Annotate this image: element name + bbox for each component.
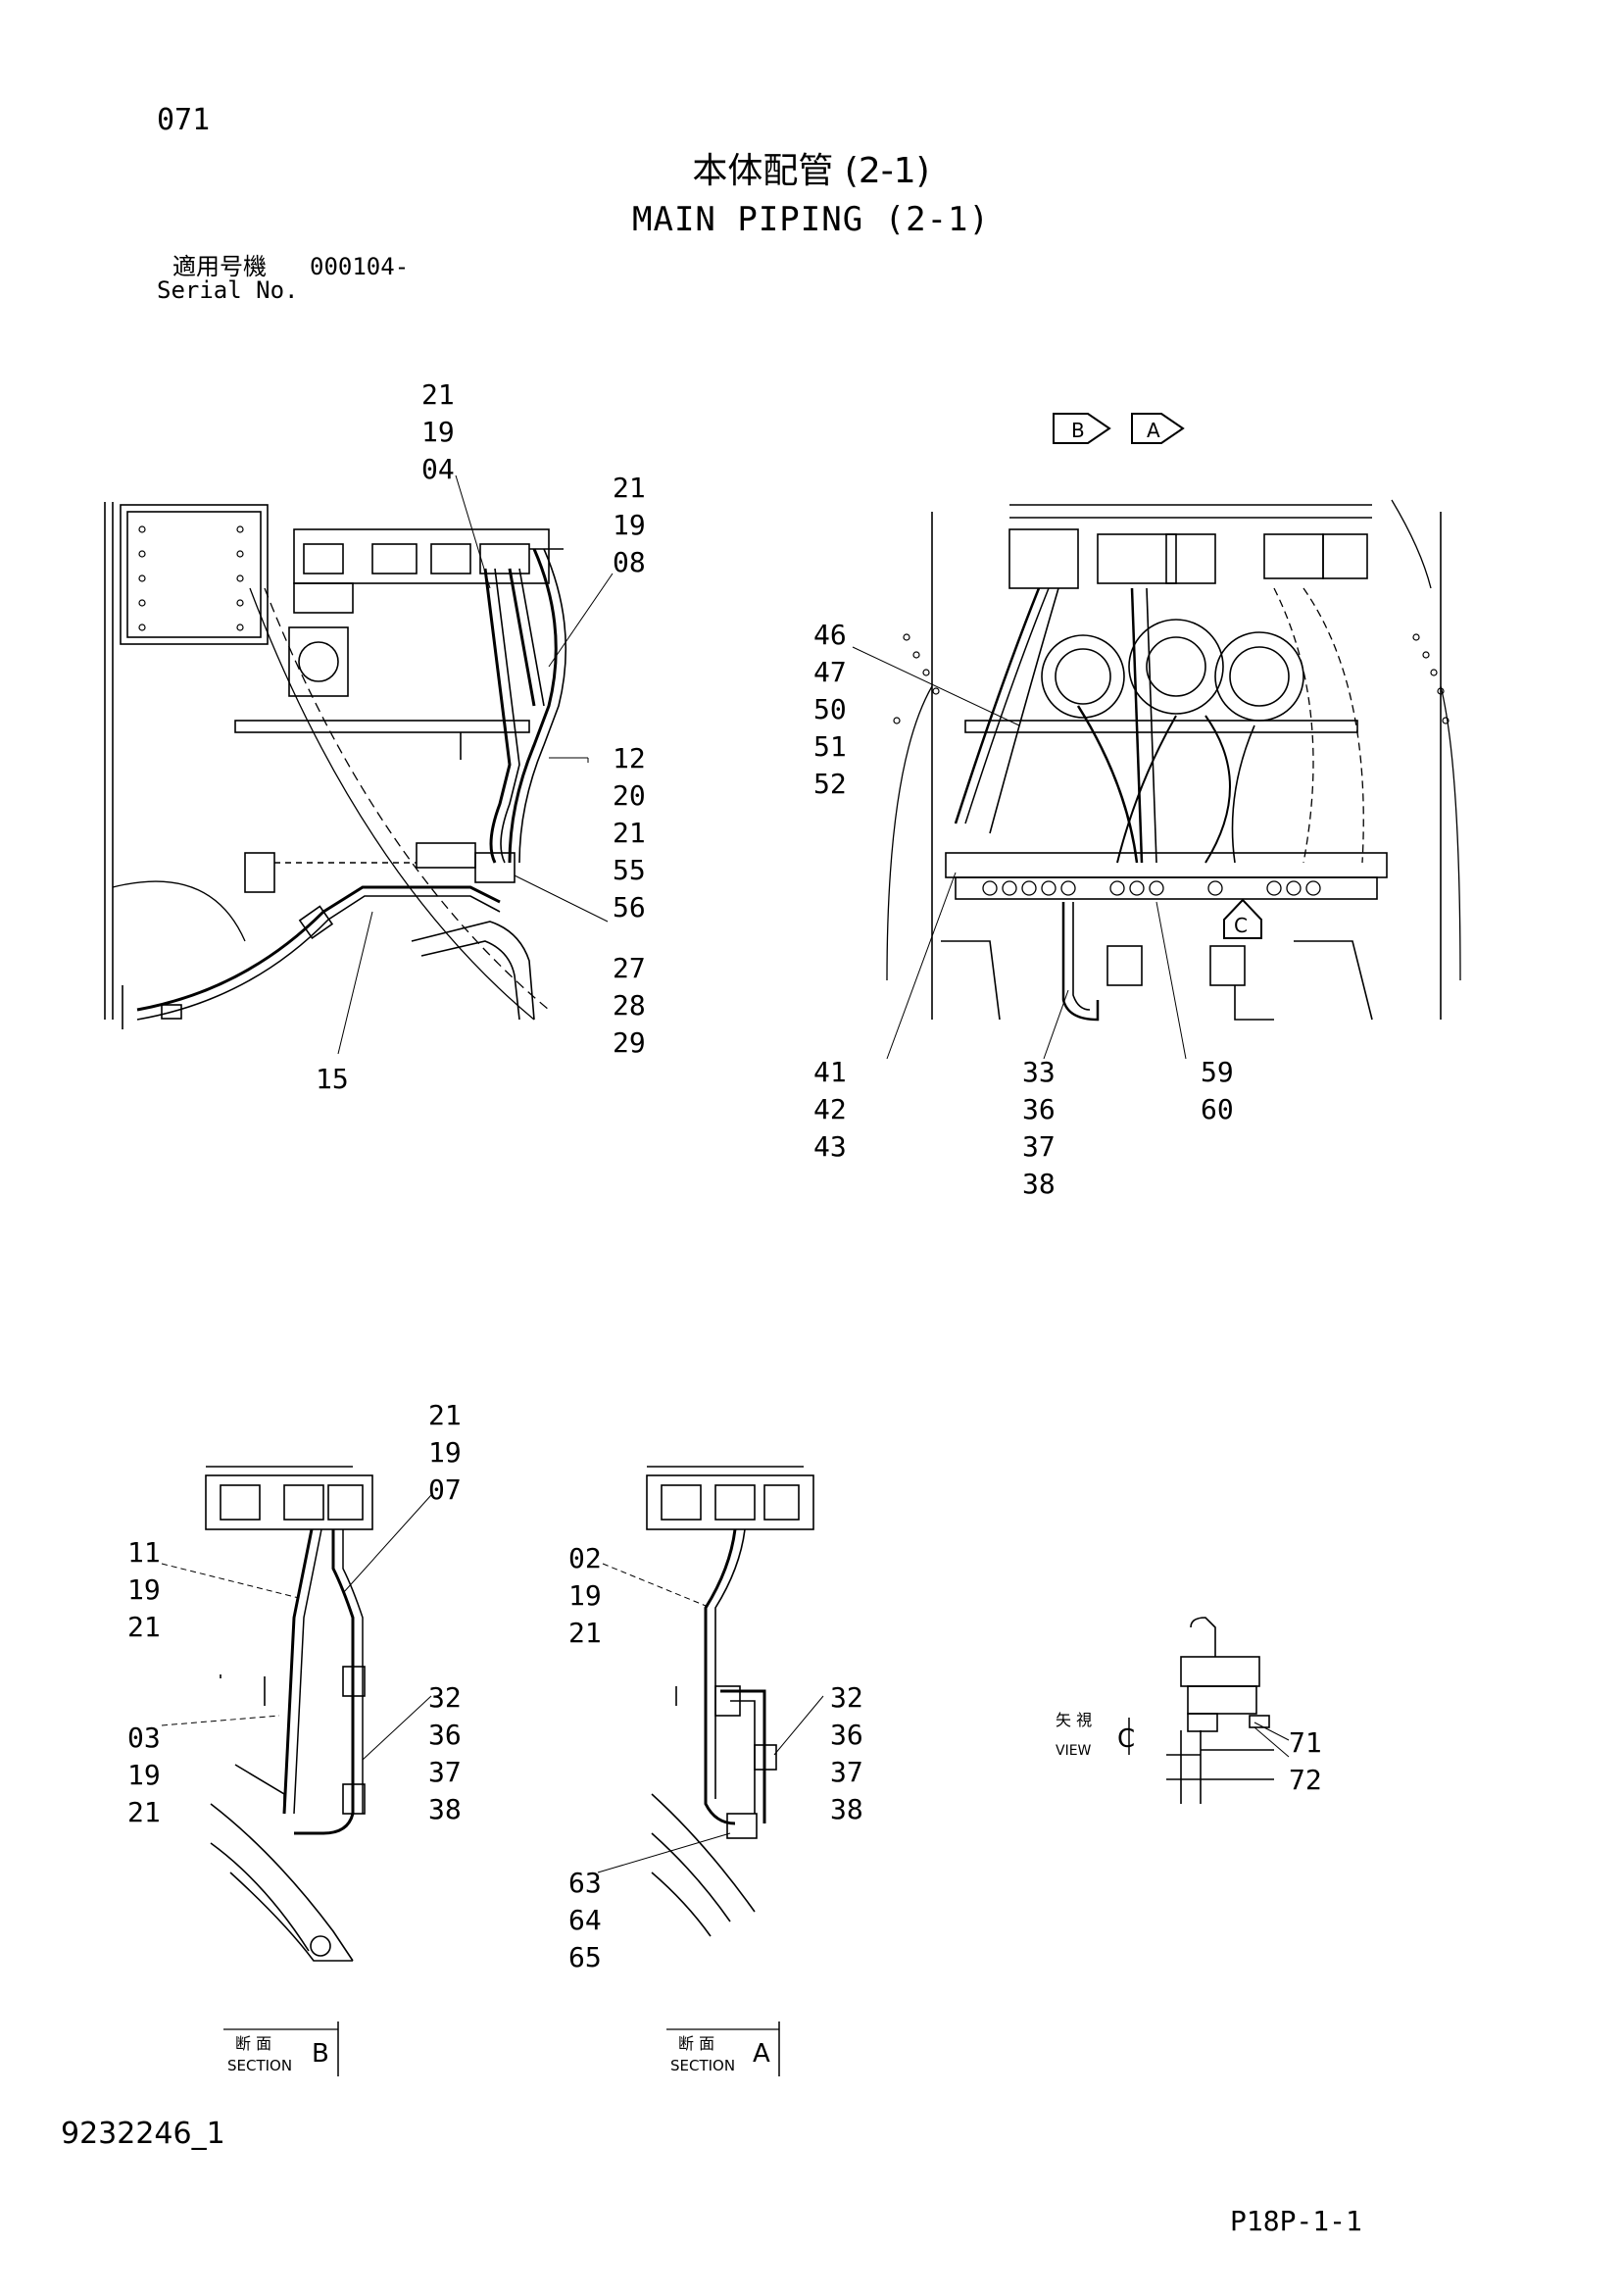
section-a-label-jp: 断 面 — [678, 2034, 714, 2053]
title-japanese: 本体配管 (2-1) — [692, 151, 930, 191]
callout-sec-b-b-2: 19 — [127, 1573, 161, 1606]
callout-top-left-c-1: 12 — [613, 742, 646, 774]
view-arrow-a-letter: A — [1147, 419, 1160, 442]
callout-top-right-a-2: 47 — [813, 656, 847, 688]
callout-sec-a-a-2: 19 — [568, 1579, 602, 1612]
view-c-label-en: VIEW — [1056, 1743, 1092, 1759]
section-a-view — [597, 1466, 824, 1937]
callout-top-right-a-1: 46 — [813, 619, 847, 651]
serial-value: 000104- — [310, 253, 410, 280]
section-b-view — [161, 1466, 432, 1962]
callout-top-left-a-2: 19 — [421, 416, 455, 448]
callout-sec-b-a-3: 07 — [428, 1473, 462, 1506]
top-right-view — [852, 499, 1461, 1060]
callout-top-right-a-4: 51 — [813, 730, 847, 763]
callout-sec-a-b-3: 37 — [830, 1756, 863, 1788]
callout-sec-a-c-3: 65 — [568, 1941, 602, 1973]
section-a-label-letter: A — [753, 2039, 770, 2069]
callout-top-right-c-4: 38 — [1022, 1168, 1056, 1200]
callout-top-left-b-3: 08 — [613, 546, 646, 578]
callout-sec-b-c-1: 03 — [127, 1722, 161, 1754]
callout-top-right-c-2: 36 — [1022, 1093, 1056, 1125]
callout-sec-b-d-4: 38 — [428, 1793, 462, 1825]
callout-sec-a-a-1: 02 — [568, 1542, 602, 1574]
callout-sec-a-c-1: 63 — [568, 1867, 602, 1899]
callout-sec-a-c-2: 64 — [568, 1904, 602, 1936]
view-arrow-b-letter: B — [1071, 419, 1085, 442]
callout-sec-b-c-2: 19 — [127, 1759, 161, 1791]
callout-top-left-d-1: 27 — [613, 952, 646, 984]
view-c-label-letter: C — [1117, 1724, 1135, 1754]
view-arrow-b — [1053, 413, 1111, 444]
callout-sec-a-b-4: 38 — [830, 1793, 863, 1825]
callout-sec-b-d-2: 36 — [428, 1719, 462, 1751]
callout-sec-b-a-1: 21 — [428, 1399, 462, 1431]
callout-top-left-c-5: 56 — [613, 891, 646, 923]
callout-top-right-c-1: 33 — [1022, 1056, 1056, 1088]
callout-top-right-d-1: 59 — [1201, 1056, 1234, 1088]
title-english: MAIN PIPING (2-1) — [632, 200, 990, 239]
callout-top-right-b-3: 43 — [813, 1130, 847, 1163]
top-left-view — [104, 474, 614, 1055]
callout-sec-b-d-3: 37 — [428, 1756, 462, 1788]
view-arrow-c-letter: C — [1234, 914, 1248, 937]
callout-top-left-e-1: 15 — [316, 1063, 349, 1095]
callout-top-right-a-5: 52 — [813, 768, 847, 800]
section-a-label-en: SECTION — [670, 2057, 735, 2074]
callout-sec-a-b-1: 32 — [830, 1681, 863, 1714]
callout-sec-b-a-2: 19 — [428, 1436, 462, 1469]
section-b-label-en: SECTION — [227, 2057, 292, 2074]
serial-label-english: Serial No. — [157, 276, 299, 304]
page-number: 071 — [157, 103, 211, 137]
callout-top-left-a-3: 04 — [421, 453, 455, 485]
section-b-label-letter: B — [312, 2039, 329, 2069]
callout-top-left-c-4: 55 — [613, 854, 646, 886]
page-reference: P18P-1-1 — [1230, 2205, 1362, 2237]
callout-top-right-c-3: 37 — [1022, 1130, 1056, 1163]
view-c-detail — [1128, 1617, 1290, 1804]
callout-sec-b-b-3: 21 — [127, 1611, 161, 1643]
view-arrow-a — [1131, 413, 1185, 444]
section-a-label — [666, 2021, 780, 2076]
callout-top-left-c-2: 20 — [613, 779, 646, 812]
callout-top-left-a-1: 21 — [421, 378, 455, 411]
callout-top-right-a-3: 50 — [813, 693, 847, 725]
view-c-label-jp: 矢 視 — [1056, 1711, 1092, 1729]
callout-view-c-2: 72 — [1289, 1764, 1322, 1796]
callout-top-left-b-2: 19 — [613, 509, 646, 541]
callout-sec-a-a-3: 21 — [568, 1617, 602, 1649]
callout-top-left-b-1: 21 — [613, 472, 646, 504]
callout-top-left-d-3: 29 — [613, 1026, 646, 1059]
serial-label-japanese: 適用号機 — [172, 253, 267, 280]
callout-sec-b-d-1: 32 — [428, 1681, 462, 1714]
callout-top-right-d-2: 60 — [1201, 1093, 1234, 1125]
callout-view-c-1: 71 — [1289, 1726, 1322, 1759]
section-b-label — [223, 2021, 339, 2076]
callout-sec-a-b-2: 36 — [830, 1719, 863, 1751]
callout-sec-b-b-1: 11 — [127, 1536, 161, 1569]
callout-top-right-b-1: 41 — [813, 1056, 847, 1088]
callout-top-right-b-2: 42 — [813, 1093, 847, 1125]
section-b-label-jp: 断 面 — [235, 2034, 271, 2053]
callout-top-left-c-3: 21 — [613, 817, 646, 849]
callout-sec-b-c-3: 21 — [127, 1796, 161, 1828]
document-number: 9232246_1 — [61, 2117, 225, 2151]
callout-top-left-d-2: 28 — [613, 989, 646, 1022]
